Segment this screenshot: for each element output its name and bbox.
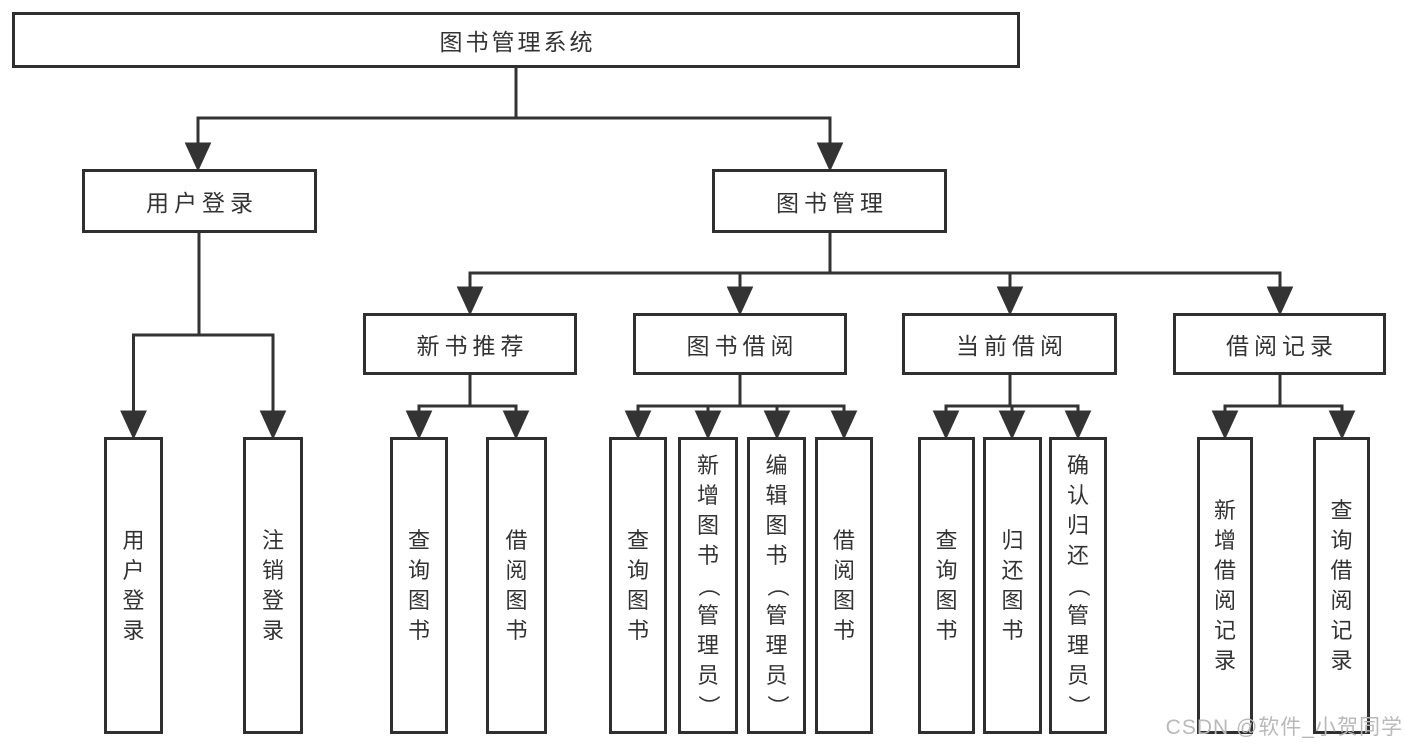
leaf-borrow-books-borrowing: 借阅图书 bbox=[815, 437, 873, 734]
node-book-borrowing: 图书借阅 bbox=[633, 313, 847, 375]
leaf-edit-book-admin: 编辑图书（管理员） bbox=[747, 437, 806, 734]
leaf-confirm-return-admin: 确认归还（管理员） bbox=[1049, 437, 1107, 734]
node-book-management-label: 图书管理 bbox=[776, 190, 888, 216]
leaf-logout: 注销登录 bbox=[243, 437, 303, 734]
leaf-user-login: 用户登录 bbox=[104, 437, 163, 734]
node-user-login: 用户登录 bbox=[82, 169, 317, 233]
leaf-query-books-borrowing: 查询图书 bbox=[609, 437, 667, 734]
leaf-query-books-recommend: 查询图书 bbox=[390, 437, 448, 734]
node-borrowing-records-label: 借阅记录 bbox=[1226, 333, 1338, 359]
node-library-system: 图书管理系统 bbox=[12, 12, 1020, 68]
node-library-system-label: 图书管理系统 bbox=[439, 29, 596, 55]
csdn-watermark: CSDN @软件_小贺同学 bbox=[1165, 716, 1403, 739]
node-current-borrowing: 当前借阅 bbox=[902, 313, 1117, 375]
node-user-login-label: 用户登录 bbox=[146, 190, 258, 216]
node-new-book-recommend-label: 新书推荐 bbox=[416, 333, 529, 359]
leaf-add-borrow-record: 新增借阅记录 bbox=[1197, 437, 1253, 734]
leaf-query-borrow-record: 查询借阅记录 bbox=[1313, 437, 1370, 734]
node-borrowing-records: 借阅记录 bbox=[1173, 313, 1386, 375]
node-new-book-recommend: 新书推荐 bbox=[363, 313, 577, 375]
leaf-borrow-books-recommend: 借阅图书 bbox=[486, 437, 547, 734]
node-current-borrowing-label: 当前借阅 bbox=[956, 333, 1068, 359]
leaf-return-books: 归还图书 bbox=[983, 437, 1042, 734]
leaf-query-books-current: 查询图书 bbox=[918, 437, 975, 734]
node-book-management: 图书管理 bbox=[712, 169, 947, 233]
node-book-borrowing-label: 图书借阅 bbox=[686, 333, 799, 359]
leaf-add-book-admin: 新增图书（管理员） bbox=[678, 437, 738, 734]
